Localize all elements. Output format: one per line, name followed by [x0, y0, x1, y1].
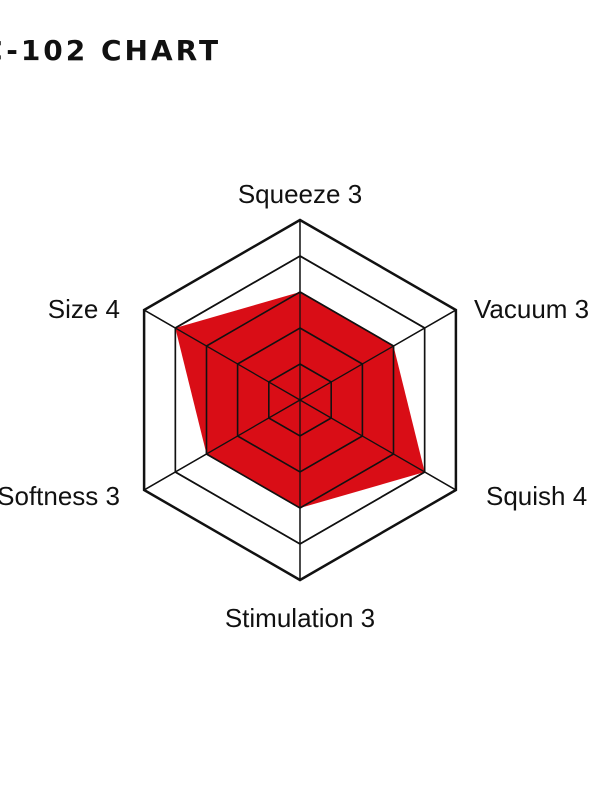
axis-label-softness: Softness 3	[0, 481, 120, 511]
axis-label-vacuum: Vacuum 3	[474, 294, 589, 324]
spoke-overlay-squish	[299, 399, 457, 491]
spoke-overlay-vacuum	[299, 309, 457, 401]
axis-label-squeeze: Squeeze 3	[238, 179, 362, 209]
axis-label-size: Size 4	[48, 294, 120, 324]
axis-label-stimulation: Stimulation 3	[225, 603, 375, 633]
radar-inner-grid	[143, 220, 457, 580]
spoke-overlay-size	[143, 309, 301, 401]
axis-label-squish: Squish 4	[486, 481, 587, 511]
radar-axis-labels: Squeeze 3 Vacuum 3 Squish 4 Stimulation 3 So…	[0, 179, 589, 633]
chart-title: C-102 CHART	[0, 34, 222, 67]
spoke-overlay-softness	[143, 399, 301, 491]
